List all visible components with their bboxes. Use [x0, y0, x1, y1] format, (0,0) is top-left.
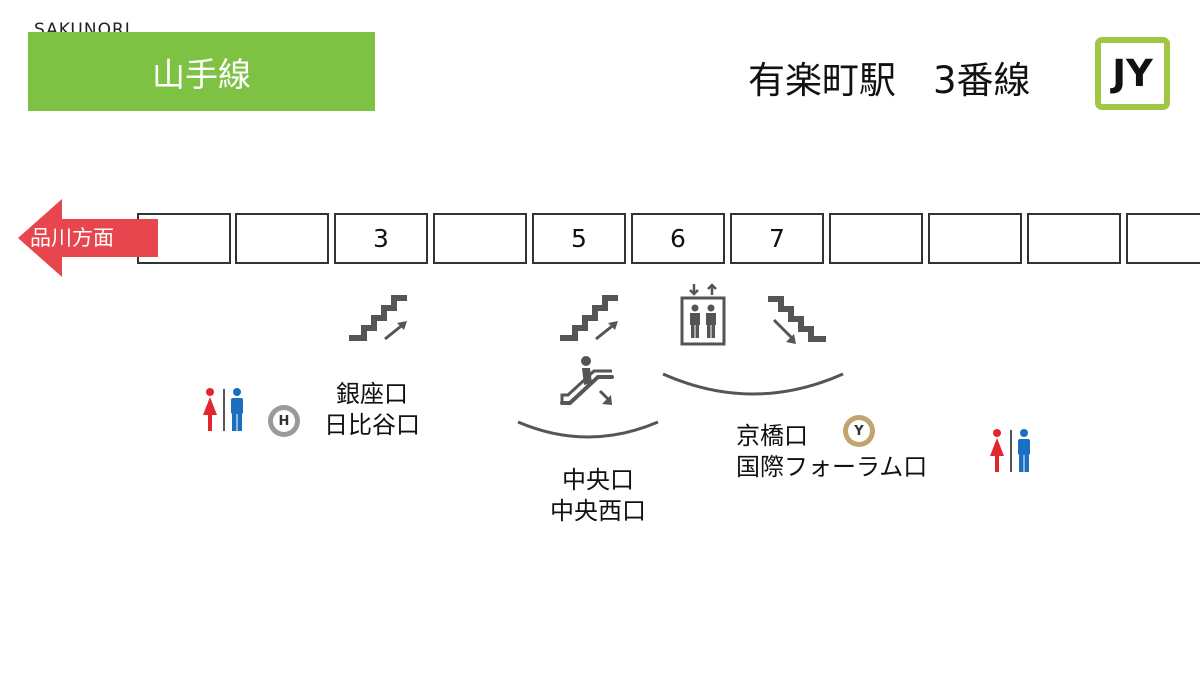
restroom-icon	[203, 388, 243, 431]
line-name-banner: 山手線	[28, 32, 375, 111]
line-code: JY	[1112, 52, 1153, 95]
car-3: 3	[334, 213, 428, 264]
car-4	[433, 213, 527, 264]
escalator-icon	[560, 356, 614, 405]
stairs-down-icon	[768, 296, 826, 344]
direction-arrow-icon	[18, 199, 158, 277]
exit-name: 国際フォーラム口	[736, 453, 928, 481]
line-name: 山手線	[152, 54, 251, 94]
exit-label-chuo: 中央口 中央西口	[536, 465, 660, 527]
car-10	[1027, 213, 1121, 264]
exit-arc	[517, 420, 659, 439]
car-6: 6	[631, 213, 725, 264]
badge-letter: H	[273, 410, 295, 432]
yurakucho-line-badge: Y	[843, 415, 875, 447]
car-2	[235, 213, 329, 264]
exit-name: 日比谷口	[324, 411, 420, 439]
car-7: 7	[730, 213, 824, 264]
car-number: 3	[373, 224, 389, 253]
exit-name: 中央口	[562, 466, 634, 494]
car-number: 7	[769, 224, 785, 253]
exit-label-ginza: 銀座口 日比谷口	[310, 379, 434, 441]
line-code-badge: JY	[1095, 37, 1170, 110]
stairs-icon	[560, 295, 618, 341]
exit-label-kyobashi: 京橋口 国際フォーラム口	[736, 421, 927, 483]
exit-name: 銀座口	[336, 380, 408, 408]
exit-arc	[662, 372, 844, 396]
exit-name: 京橋口	[736, 422, 808, 450]
elevator-icon	[680, 283, 726, 346]
car-9	[928, 213, 1022, 264]
stairs-icon	[349, 295, 407, 341]
station-title: 有楽町駅 3番線	[748, 59, 1031, 102]
badge-letter: Y	[848, 420, 870, 442]
car-11	[1126, 213, 1200, 264]
car-number: 5	[571, 224, 587, 253]
exit-name: 中央西口	[550, 497, 646, 525]
car-number: 6	[670, 224, 686, 253]
restroom-icon	[990, 429, 1030, 472]
hibiya-line-badge: H	[268, 405, 300, 437]
car-8	[829, 213, 923, 264]
direction-label: 品川方面	[30, 226, 114, 250]
car-5: 5	[532, 213, 626, 264]
